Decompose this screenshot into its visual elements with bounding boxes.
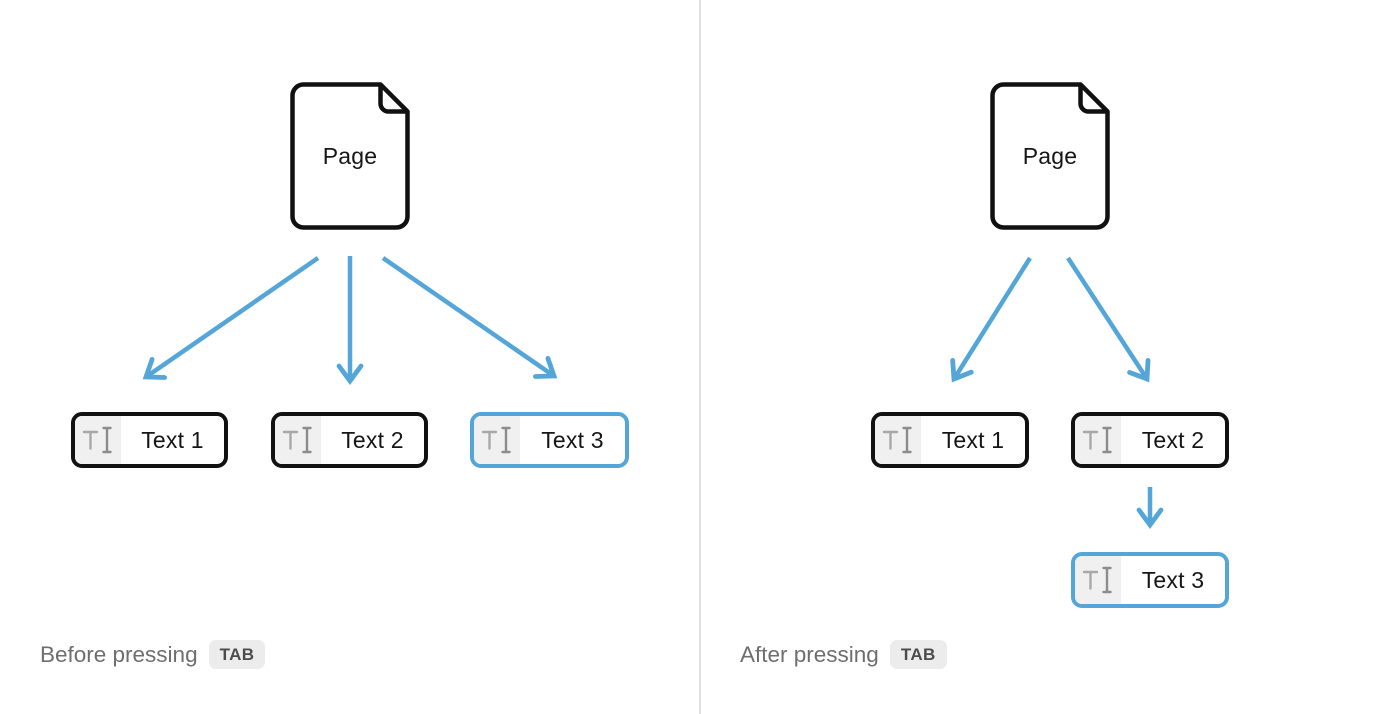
page-node-before: Page xyxy=(290,82,410,230)
text-block-2-before: Text 2 xyxy=(271,412,428,468)
text-block-label: Text 2 xyxy=(1141,426,1205,453)
tab-key-badge: TAB xyxy=(889,640,947,669)
text-block-3-after-selected: Text 3 xyxy=(1071,552,1229,608)
text-block-3-before-selected: Text 3 xyxy=(470,412,629,468)
page-icon xyxy=(990,82,1110,230)
arrow-page-to-text2-after xyxy=(1066,256,1151,383)
caption-text: After pressing xyxy=(740,641,879,667)
panel-divider xyxy=(699,0,701,714)
arrow-page-to-text1-before xyxy=(142,256,320,380)
text-block-label: Text 2 xyxy=(341,426,404,453)
page-icon xyxy=(290,82,410,230)
text-block-label: Text 1 xyxy=(141,426,204,453)
caption-before: Before pressing TAB xyxy=(40,640,266,669)
text-cursor-icon xyxy=(275,416,321,464)
page-node-after: Page xyxy=(990,82,1110,230)
text-cursor-icon xyxy=(474,416,520,464)
text-cursor-icon xyxy=(875,416,921,464)
arrow-page-to-text1-after xyxy=(950,256,1032,383)
text-cursor-icon xyxy=(1075,556,1121,604)
text-block-label: Text 1 xyxy=(941,426,1005,453)
text-cursor-icon xyxy=(1075,416,1121,464)
caption-text: Before pressing xyxy=(40,641,198,667)
text-block-label: Text 3 xyxy=(541,426,604,453)
page-label: Page xyxy=(322,142,378,169)
text-block-2-after: Text 2 xyxy=(1071,412,1229,468)
tab-key-badge: TAB xyxy=(208,640,266,669)
caption-after: After pressing TAB xyxy=(740,640,947,669)
text-block-1-before: Text 1 xyxy=(71,412,228,468)
text-cursor-icon xyxy=(75,416,121,464)
text-block-label: Text 3 xyxy=(1141,566,1205,593)
text-block-1-after: Text 1 xyxy=(871,412,1029,468)
arrow-page-to-text3-before xyxy=(381,256,558,379)
page-label: Page xyxy=(1022,142,1078,169)
